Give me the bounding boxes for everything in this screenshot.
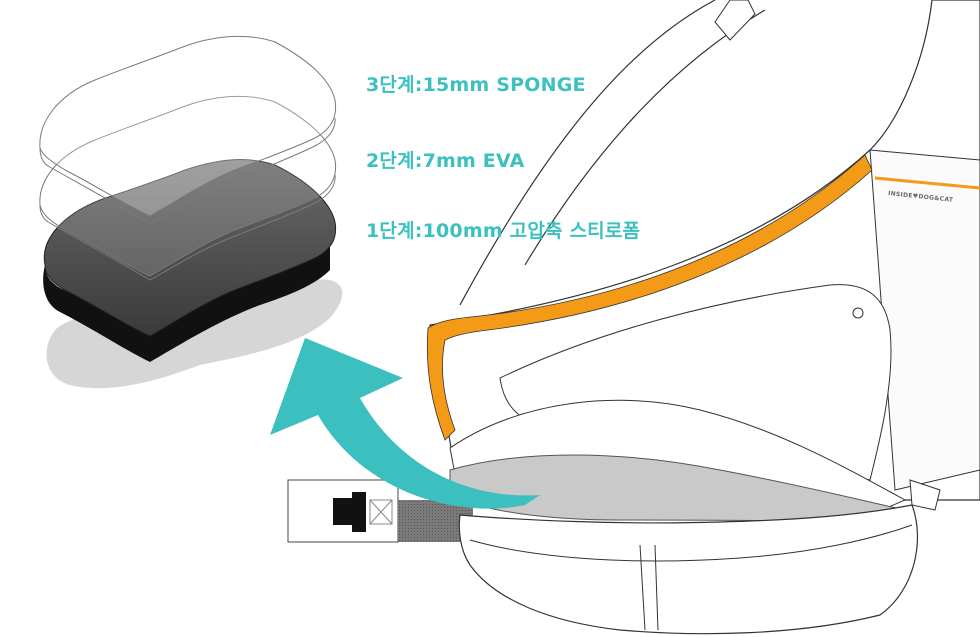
layer-2-eva	[39, 95, 337, 277]
insert-arrow	[270, 338, 540, 509]
layer-1-label: 1단계:100mm 고압축 스티로폼	[366, 220, 641, 242]
carrier-bag: INSIDE♥DOG&CAT	[426, 0, 980, 635]
cushion-layers	[39, 35, 343, 389]
layer-1-styrofoam	[43, 159, 337, 362]
bag-base	[458, 504, 919, 635]
orange-trim	[426, 154, 873, 441]
window-grommet	[852, 307, 864, 319]
layer-3-label: 3단계:15mm SPONGE	[366, 74, 586, 96]
layer-3-sponge	[39, 35, 337, 217]
layer-2-label: 2단계:7mm EVA	[366, 150, 525, 172]
